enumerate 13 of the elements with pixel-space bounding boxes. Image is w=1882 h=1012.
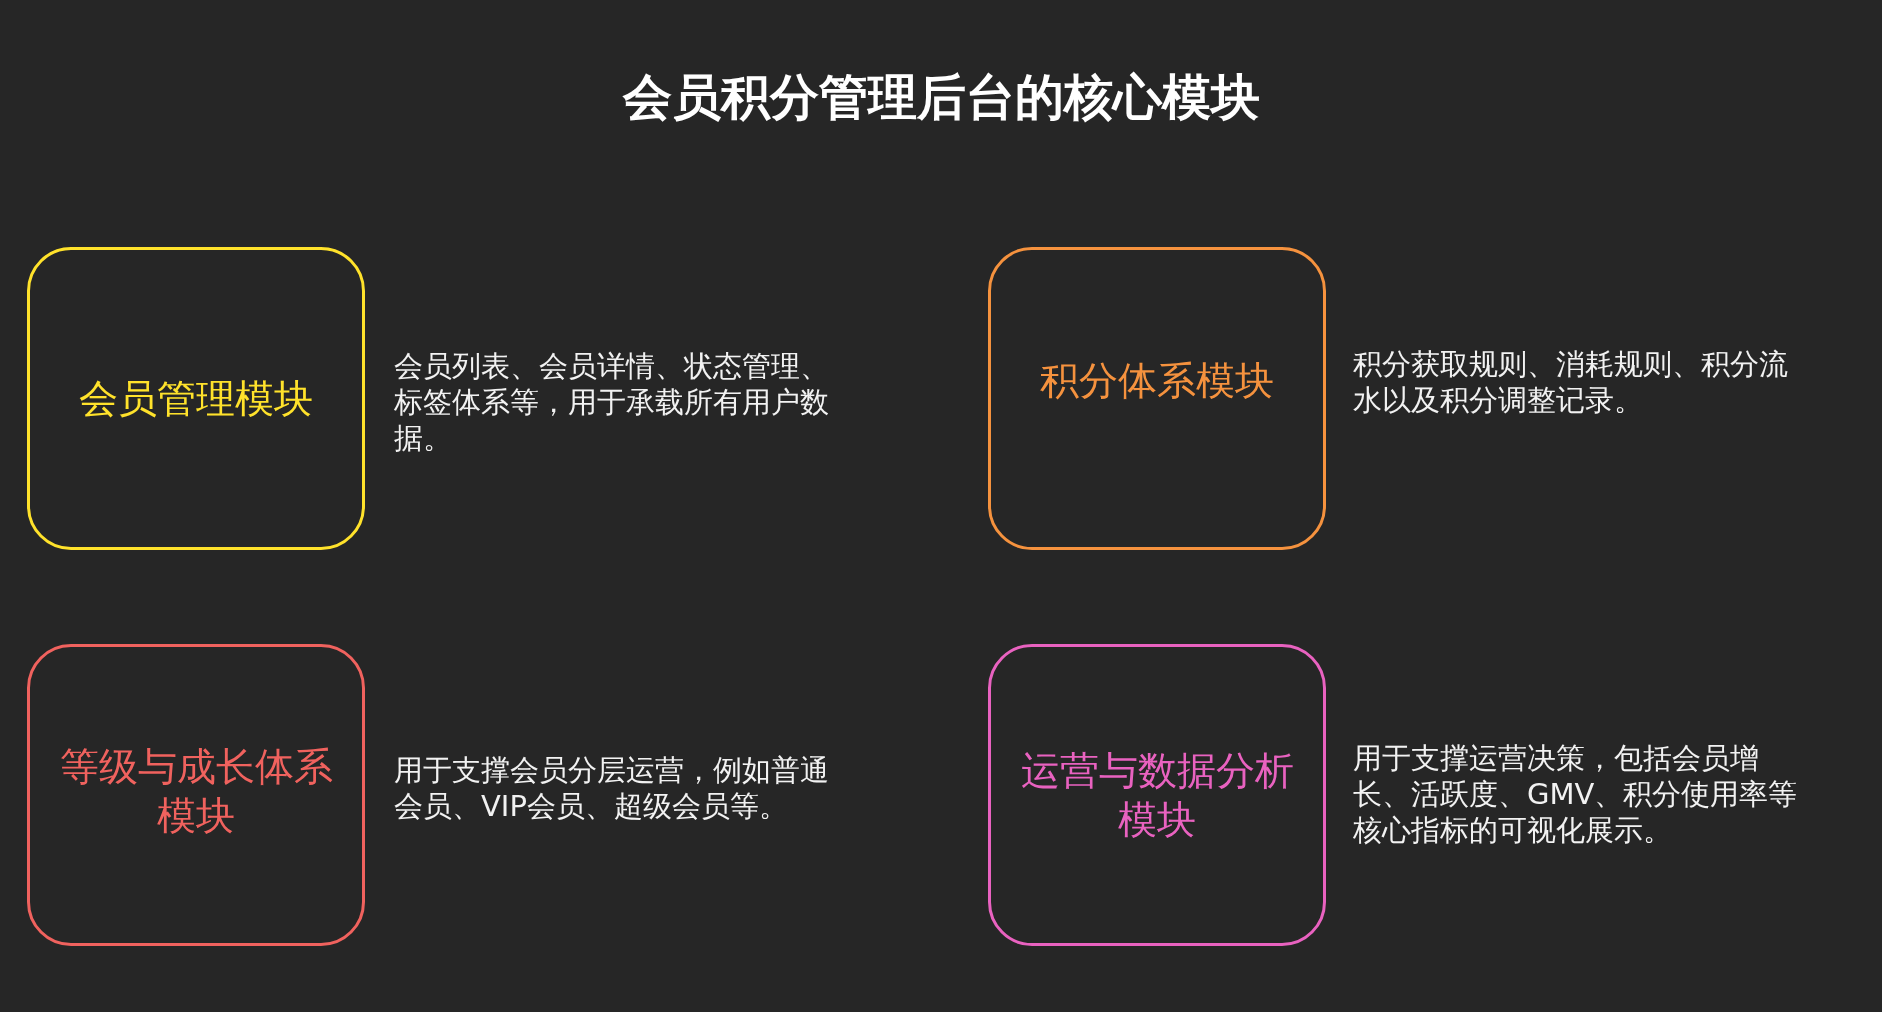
description-text: 积分获取规则、消耗规则、积分流水以及积分调整记录。 <box>1353 346 1789 418</box>
box-label: 积分体系模块 <box>1040 357 1274 405</box>
box-label: 等级与成长体系模块 <box>58 743 334 840</box>
module-box <box>988 247 1326 550</box>
module-box <box>988 644 1326 946</box>
description-text: 会员列表、会员详情、状态管理、标签体系等，用于承载所有用户数据。 <box>394 348 830 456</box>
box-label: 会员管理模块 <box>79 375 313 423</box>
module-box <box>27 644 365 946</box>
box-label: 运营与数据分析模块 <box>1019 747 1295 844</box>
description-text: 用于支撑会员分层运营，例如普通会员、VIP会员、超级会员等。 <box>394 752 830 824</box>
module-box <box>27 247 365 550</box>
description-text: 用于支撑运营决策，包括会员增长、活跃度、GMV、积分使用率等核心指标的可视化展示。 <box>1353 740 1799 848</box>
title: 会员积分管理后台的核心模块 <box>621 68 1261 128</box>
